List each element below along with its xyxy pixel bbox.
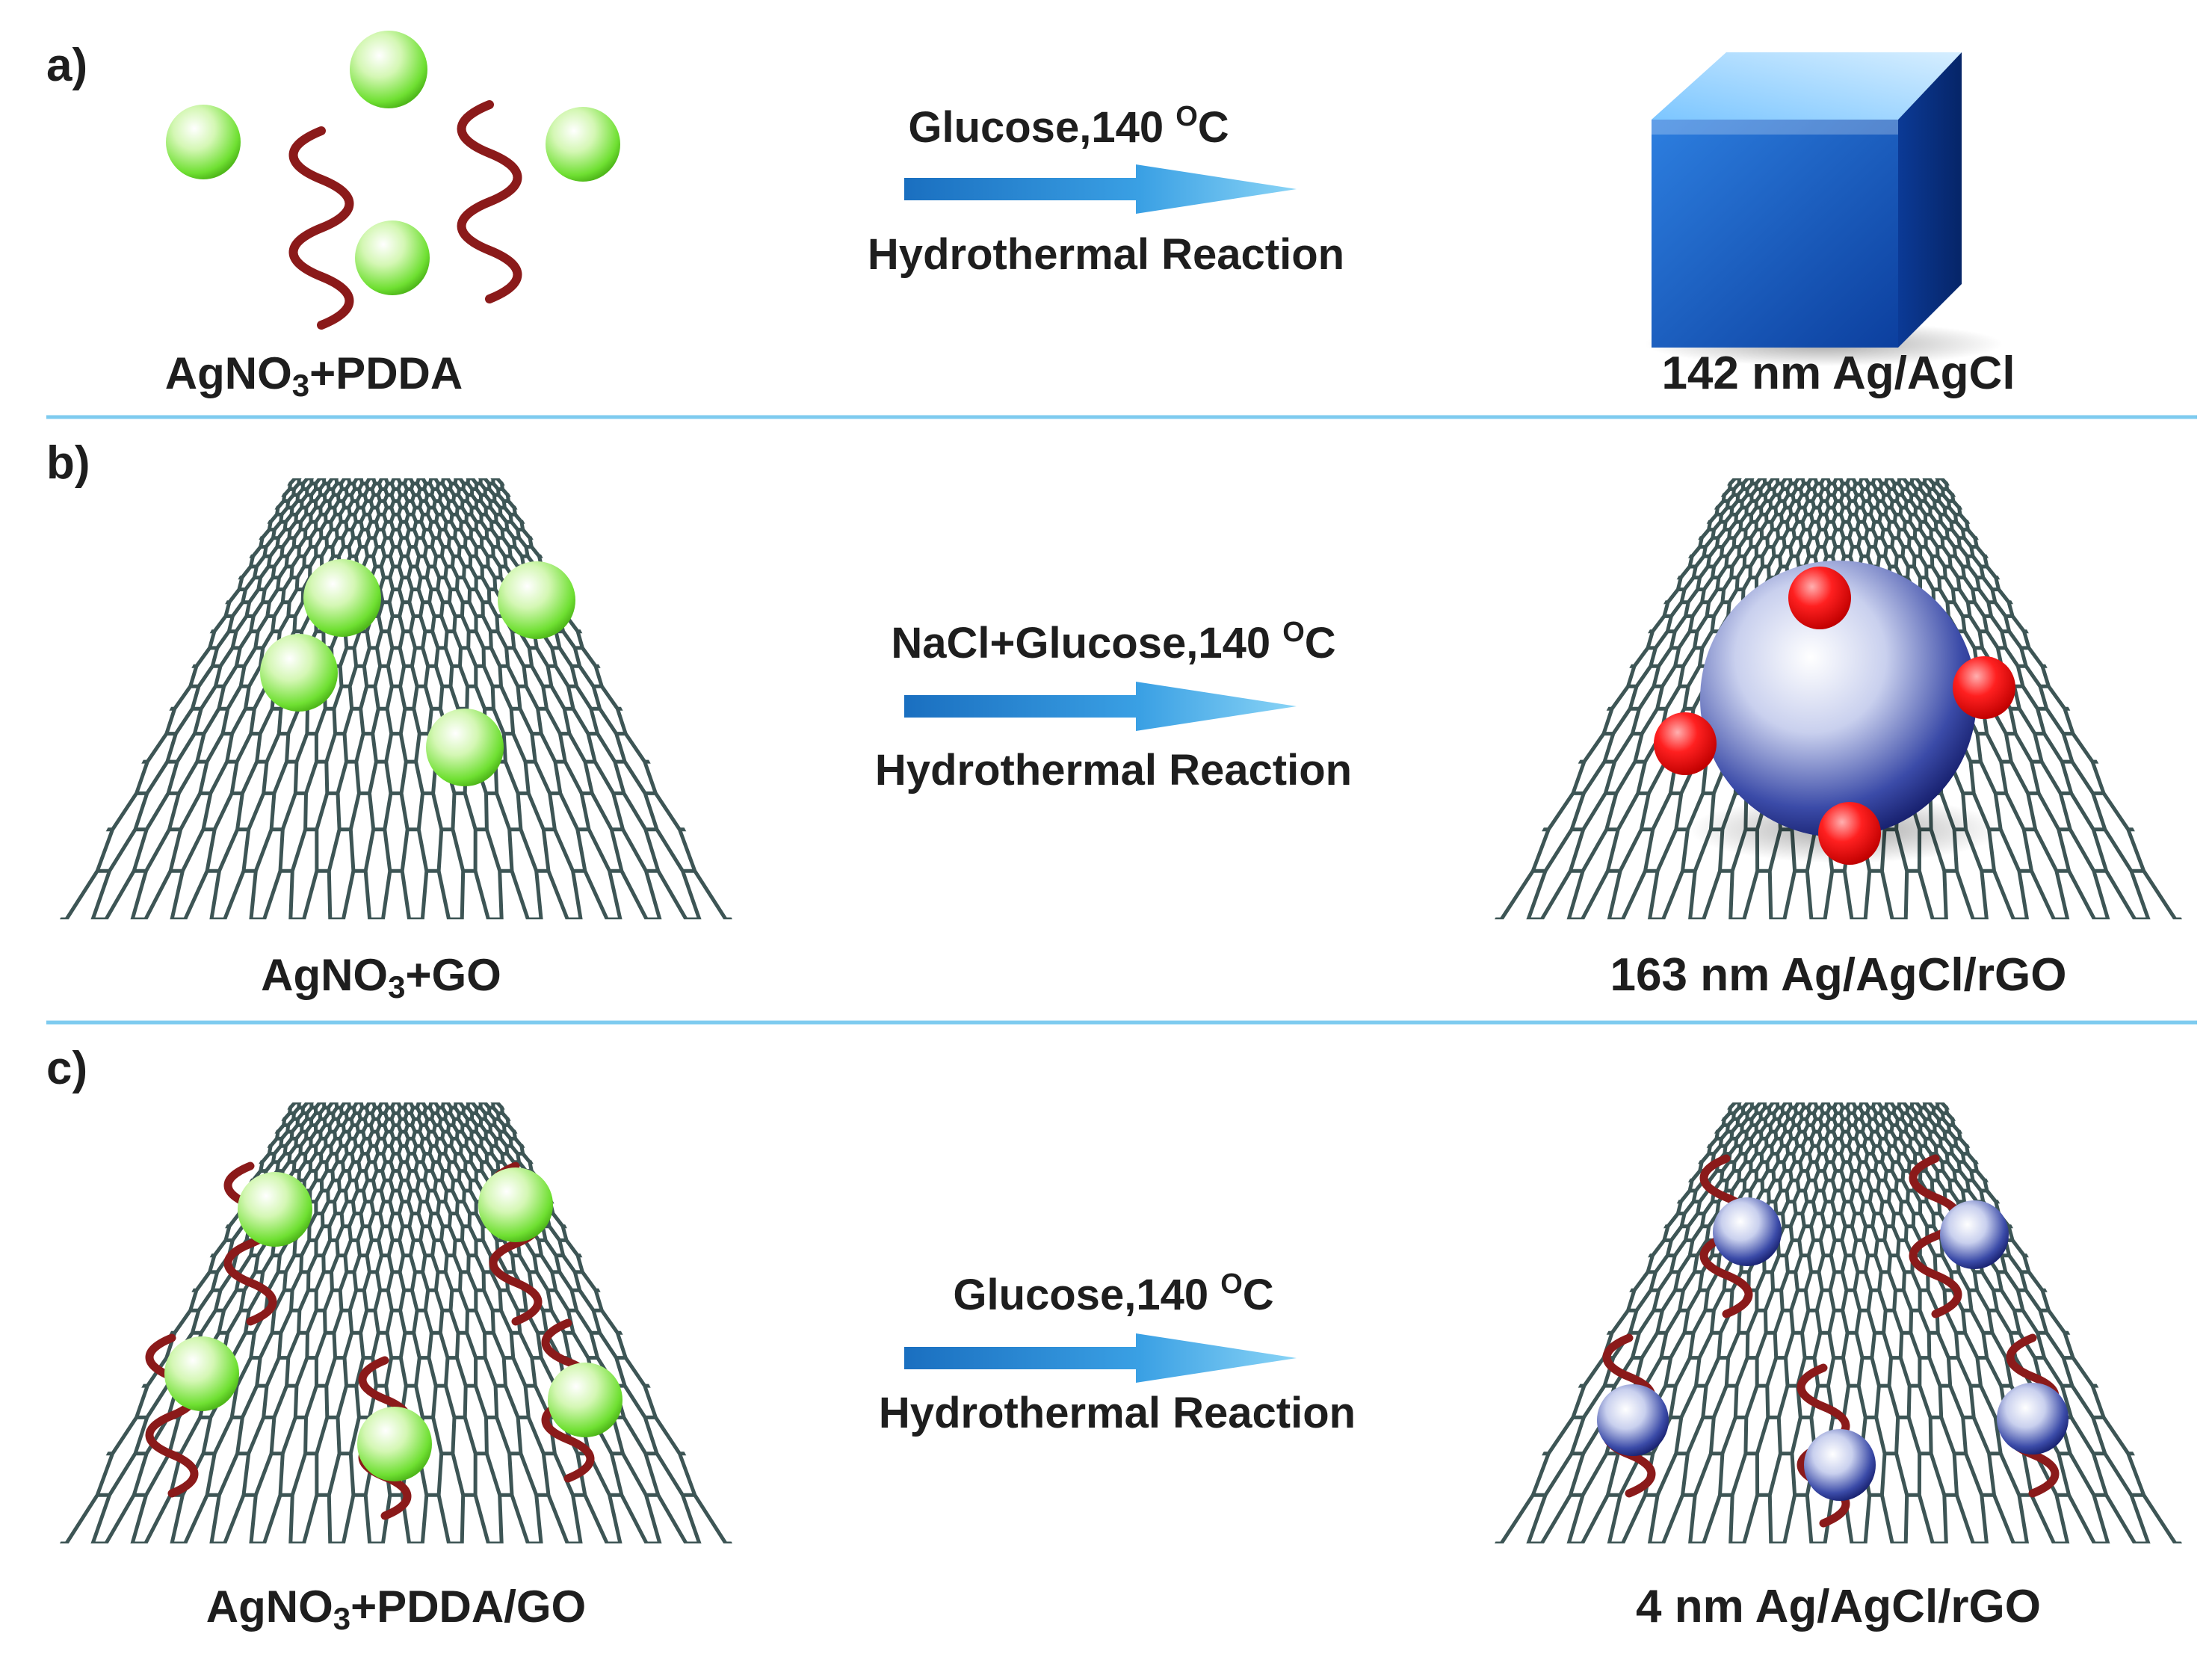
ag-ion-sphere bbox=[498, 561, 575, 639]
condition-top-c: Glucose,140 OC bbox=[953, 1268, 1273, 1319]
panel-a-label: a) bbox=[46, 40, 87, 91]
pdda-chain bbox=[1909, 1154, 1962, 1318]
ag-ion-sphere bbox=[164, 1336, 239, 1411]
ag-agcl-nanoparticle bbox=[1940, 1200, 2009, 1269]
condition-top-a: Glucose,140 OC bbox=[908, 101, 1229, 152]
right-label-b: 163 nm Ag/AgCl/rGO bbox=[1610, 949, 2067, 1001]
ag-agcl-nanoparticle bbox=[1597, 1384, 1669, 1456]
left-label-c: AgNO3+PDDA/GO bbox=[206, 1582, 586, 1636]
agcl-cube bbox=[1644, 52, 2003, 366]
right-label-c: 4 nm Ag/AgCl/rGO bbox=[1636, 1581, 2041, 1632]
reactants-a bbox=[166, 31, 620, 330]
product-b bbox=[1654, 561, 2015, 865]
right-label-a: 142 nm Ag/AgCl bbox=[1661, 348, 2015, 399]
hexagonal-lattice bbox=[60, 1102, 732, 1543]
pdda-chain bbox=[145, 1333, 199, 1498]
panel-b-label: b) bbox=[46, 437, 90, 489]
reaction-arrow-b bbox=[904, 682, 1297, 731]
graphene-sheet bbox=[1495, 1102, 2182, 1543]
condition-bottom-b: Hydrothermal Reaction bbox=[875, 746, 1352, 795]
ag-ion-sphere bbox=[303, 559, 381, 637]
ag-agcl-nanoparticle bbox=[1804, 1429, 1876, 1501]
ag-ion-sphere bbox=[355, 220, 430, 295]
ag-agcl-nanoparticle bbox=[1713, 1197, 1782, 1266]
ag-ion-sphere bbox=[478, 1167, 553, 1242]
panel-b: b) AgNO3+GO NaCl+Glucose,140 OC Hydrothe… bbox=[46, 437, 2182, 1005]
left-label-b: AgNO3+GO bbox=[261, 950, 501, 1005]
ag-agcl-nanoparticle bbox=[1997, 1383, 2069, 1454]
pdda-chain bbox=[457, 100, 522, 303]
ag-ion-sphere bbox=[166, 105, 241, 179]
ag-nanoparticle-dot bbox=[1788, 567, 1851, 629]
ag-nanoparticle-dot bbox=[1654, 712, 1717, 775]
ag-nanoparticle-dot bbox=[1953, 656, 2015, 719]
ag-ion-sphere bbox=[426, 709, 504, 786]
condition-bottom-a: Hydrothermal Reaction bbox=[868, 230, 1344, 279]
hexagonal-lattice bbox=[60, 478, 732, 919]
ag-ion-sphere bbox=[260, 634, 338, 712]
ag-ion-sphere bbox=[350, 31, 427, 108]
reactants-b bbox=[260, 559, 575, 786]
graphene-sheet bbox=[60, 1102, 732, 1543]
condition-bottom-c: Hydrothermal Reaction bbox=[879, 1389, 1356, 1437]
reaction-arrow-c bbox=[904, 1333, 1297, 1383]
ag-ion-sphere bbox=[357, 1407, 432, 1481]
pdda-chain bbox=[223, 1162, 277, 1326]
ag-ion-sphere bbox=[548, 1363, 622, 1437]
hexagonal-lattice bbox=[1495, 1102, 2182, 1543]
product-c bbox=[1597, 1154, 2069, 1528]
ag-ion-sphere bbox=[546, 107, 620, 182]
panel-c: c) AgNO3+PDDA/GO Glucose,140 OC Hydrothe… bbox=[46, 1043, 2182, 1636]
ag-agcl-sphere bbox=[1700, 561, 1977, 837]
panel-a: a) AgNO3+PDDA Glucose,140 OC Hydrotherma… bbox=[46, 31, 2015, 403]
left-label-a: AgNO3+PDDA bbox=[165, 348, 463, 403]
condition-top-b: NaCl+Glucose,140 OC bbox=[891, 617, 1335, 667]
panel-c-label: c) bbox=[46, 1043, 87, 1094]
reactants-c bbox=[145, 1162, 622, 1520]
ag-nanoparticle-dot bbox=[1818, 802, 1881, 865]
ag-ion-sphere bbox=[238, 1172, 312, 1247]
graphene-sheet bbox=[60, 478, 732, 919]
reaction-arrow-a bbox=[904, 164, 1297, 214]
pdda-chain bbox=[288, 126, 354, 330]
